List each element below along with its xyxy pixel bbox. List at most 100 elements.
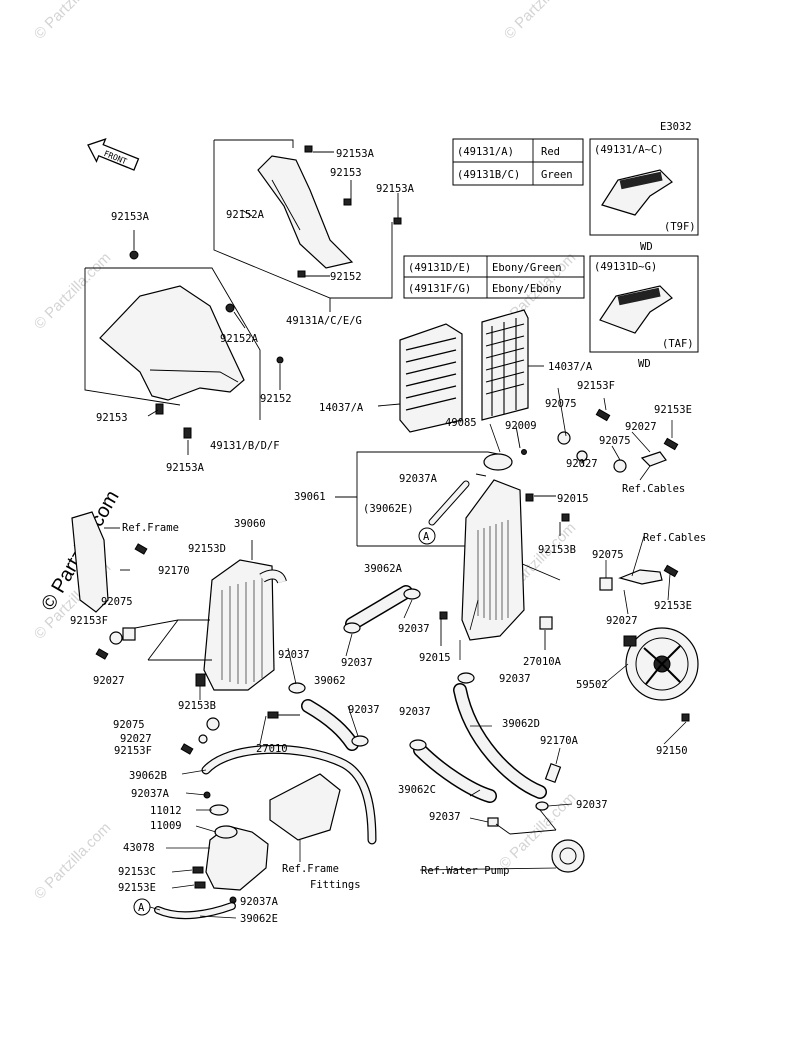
- label-92170A: 92170A: [540, 735, 579, 747]
- water-pump-housing: [551, 839, 585, 873]
- label-39062C: 39062C: [398, 784, 436, 796]
- label-92037: 92037: [398, 623, 430, 635]
- label-92027: 92027: [566, 458, 598, 470]
- label-43078: 43078: [123, 842, 155, 854]
- label-92153E: 92153E: [654, 600, 692, 612]
- label-11009: 11009: [150, 820, 182, 832]
- bolt-icon: [663, 437, 679, 451]
- clamp-icon: [351, 735, 369, 747]
- bolt-icon: [195, 673, 206, 687]
- label-39062A: 39062A: [364, 563, 403, 575]
- label-92153A: 92153A: [111, 211, 150, 223]
- label-49131-B-D-F: 49131/B/D/F: [210, 440, 280, 452]
- label-92153F: 92153F: [577, 380, 615, 392]
- label-92037A: 92037A: [399, 473, 438, 485]
- color-table-1-part-1: (49131/A): [457, 146, 514, 158]
- label-49085: 49085: [445, 417, 477, 429]
- variant-1-caption: WD: [640, 241, 653, 253]
- variant-2-caption: WD: [638, 358, 651, 370]
- bolt-icon: [439, 611, 448, 620]
- label-92150: 92150: [656, 745, 688, 757]
- bolt-icon: [134, 543, 148, 555]
- color-table-1-color-2: Green: [541, 169, 573, 181]
- label-92075: 92075: [592, 549, 624, 561]
- label-92152: 92152: [260, 393, 292, 405]
- color-table-2-color-1: Ebony/Green: [492, 262, 562, 274]
- color-table-2-color-2: Ebony/Ebony: [492, 283, 562, 295]
- left-shroud-group: [84, 230, 284, 455]
- label-92037: 92037: [576, 799, 608, 811]
- temp-sensor-icon: [267, 711, 279, 719]
- left-radiator-core: [203, 559, 275, 691]
- variant-box-2: (49131D~G) (TAF) WD: [589, 255, 699, 370]
- color-table-2: (49131D/E) Ebony/Green (49131F/G) Ebony/…: [403, 255, 585, 299]
- label-14037A: 14037/A: [319, 402, 364, 414]
- label-39060: 39060: [234, 518, 266, 530]
- label-92153: 92153: [96, 412, 128, 424]
- frame-reference-sketch: [71, 511, 109, 613]
- label-92152A: 92152A: [220, 333, 259, 345]
- bolt-icon: [192, 866, 204, 874]
- leader-lines: [149, 387, 687, 919]
- label-92153E: 92153E: [654, 404, 692, 416]
- label-92153A: 92153A: [336, 148, 375, 160]
- label-39062D: 39062D: [502, 718, 540, 730]
- cable-clip-icon: [618, 569, 663, 585]
- bolt-icon: [183, 427, 192, 439]
- label-ref-frame: Ref.Frame: [122, 522, 179, 534]
- bolt-icon: [393, 217, 402, 225]
- variant-1-code: (T9F): [664, 221, 696, 233]
- clamps: [288, 588, 549, 827]
- bolt-icon: [343, 198, 352, 206]
- label-92037A: 92037A: [131, 788, 170, 800]
- washer-icon: [109, 631, 123, 645]
- washer-icon: [613, 459, 627, 473]
- label-11012: 11012: [150, 805, 182, 817]
- variant-1-range: (49131/A~C): [594, 144, 664, 156]
- color-table-2-part-2: (49131F/G): [408, 283, 471, 295]
- label-92027: 92027: [625, 421, 657, 433]
- label-92153F: 92153F: [70, 615, 108, 627]
- washer-icon: [129, 250, 139, 260]
- label-92153B: 92153B: [178, 700, 216, 712]
- label-92015: 92015: [419, 652, 451, 664]
- variant-box-1: (49131/A~C) (T9F) WD: [589, 138, 699, 253]
- label-14037A: 14037/A: [548, 361, 593, 373]
- label-ref-cables: Ref.Cables: [622, 483, 685, 495]
- washer-icon: [225, 303, 235, 313]
- tank-bracket: [269, 773, 341, 841]
- bolt-icon: [304, 145, 313, 153]
- upper-shroud-group: [213, 139, 402, 312]
- reservoir-cap: [214, 825, 238, 839]
- bolt-icon: [194, 881, 206, 889]
- part-labels: 92153A 92153 92153A 92152A 92152 49131A/…: [70, 148, 706, 925]
- label-92153B: 92153B: [538, 544, 576, 556]
- clamp-icon: [403, 588, 421, 600]
- color-table-1-part-2: (49131B/C): [457, 169, 520, 181]
- label-92075: 92075: [101, 596, 133, 608]
- collar-icon: [599, 577, 613, 591]
- label-92152: 92152: [330, 271, 362, 283]
- label-92037: 92037: [278, 649, 310, 661]
- radiator-cap: [483, 453, 513, 471]
- front-arrow: FRONT: [87, 138, 140, 171]
- label-59502: 59502: [576, 679, 608, 691]
- label-92037: 92037: [348, 704, 380, 716]
- label-92153A: 92153A: [376, 183, 415, 195]
- bolt-icon: [663, 564, 679, 578]
- bolt-icon: [180, 743, 194, 755]
- label-39062B: 39062B: [129, 770, 167, 782]
- label-fittings: Fittings: [310, 879, 361, 891]
- marker-a-circle: [418, 527, 436, 545]
- washer-icon: [557, 431, 571, 445]
- label-92153E: 92153E: [118, 882, 156, 894]
- clamp-icon: [288, 682, 306, 694]
- upper-shroud-bracket: [257, 155, 354, 269]
- cooling-fan: [623, 627, 699, 722]
- bolt-icon: [95, 648, 109, 660]
- watermark: © Partzilla.com: [31, 0, 114, 43]
- label-39062E: (39062E): [363, 503, 414, 515]
- radiator-grilles: [377, 309, 544, 433]
- label-49131A-C-E-G: 49131A/C/E/G: [286, 315, 362, 327]
